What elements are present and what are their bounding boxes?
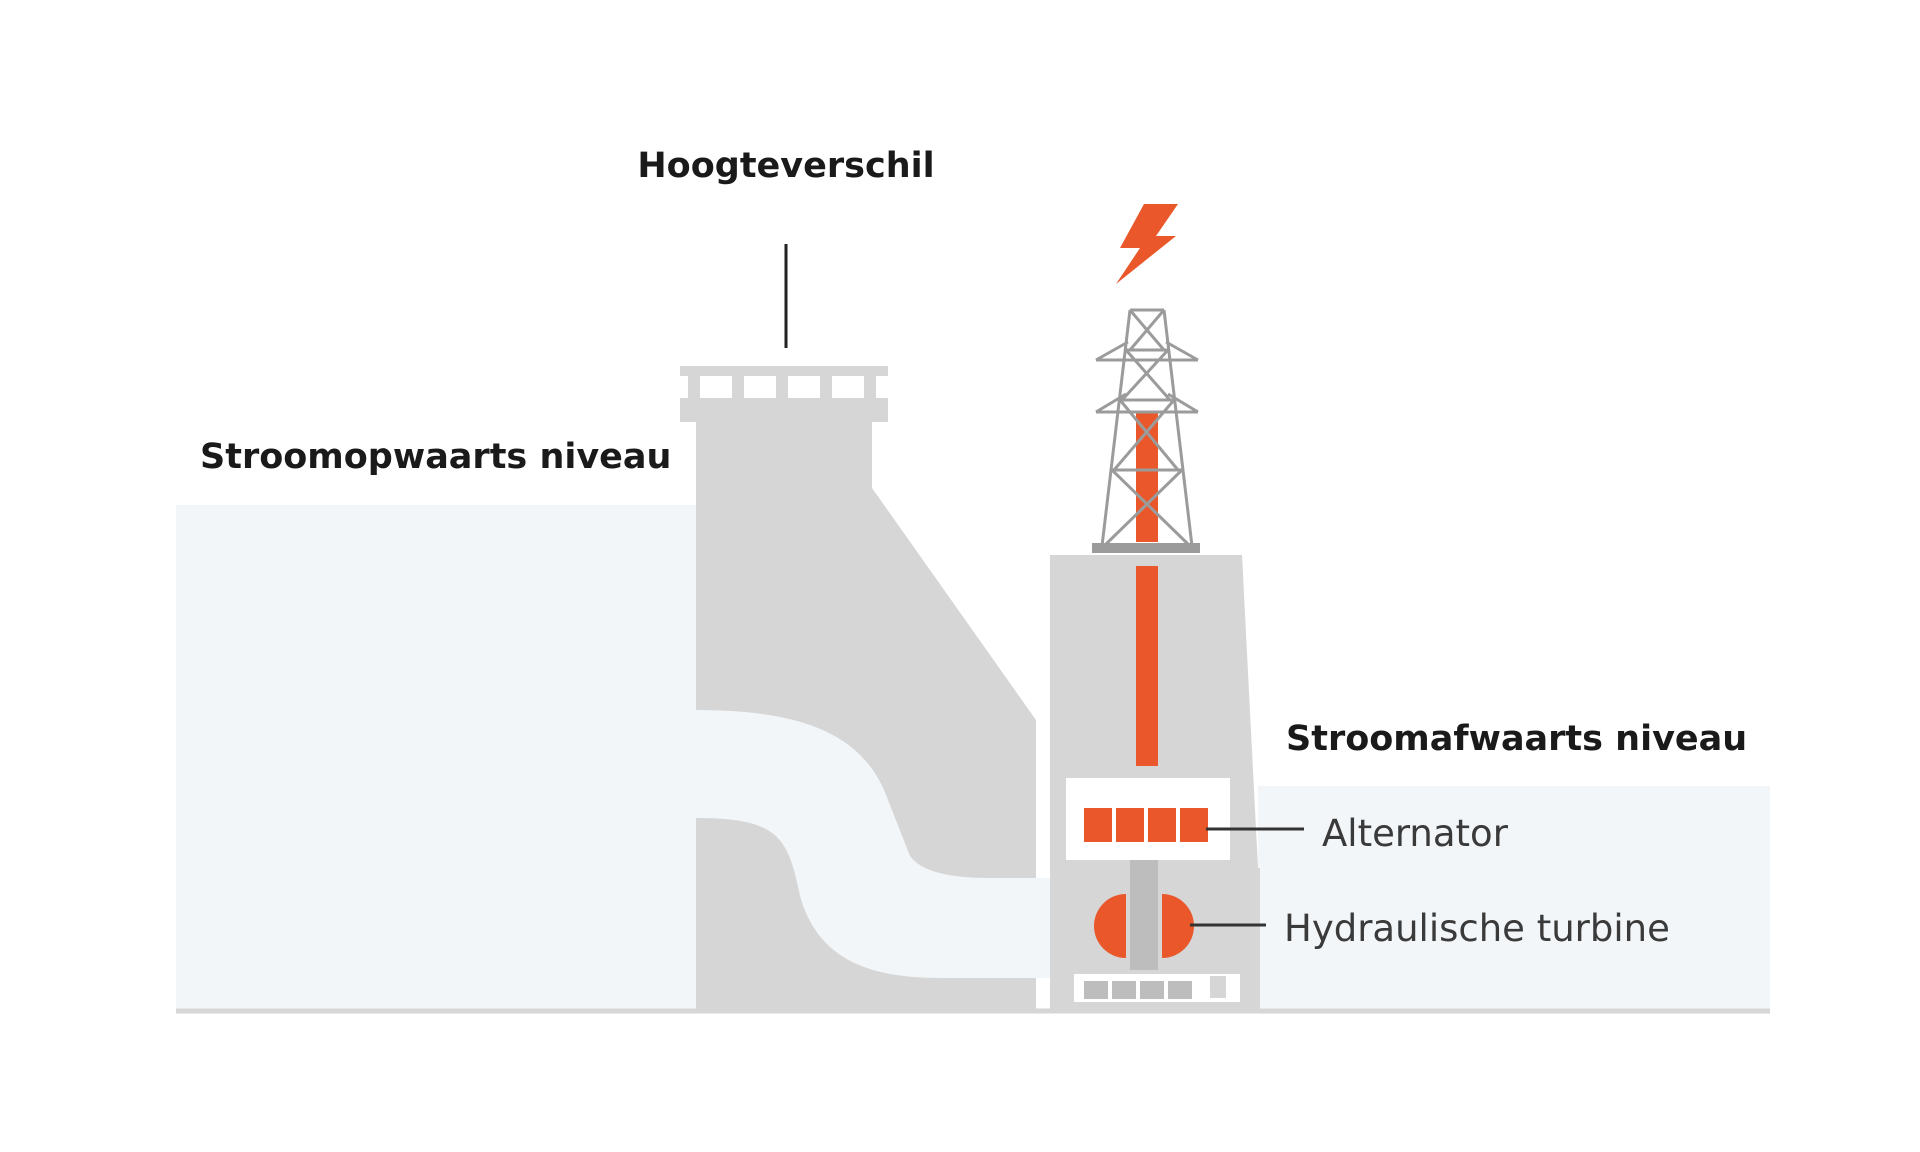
downstream-level-label: Stroomafwaarts niveau [1286, 719, 1747, 759]
turbine-blade-right [1162, 894, 1194, 958]
transmission-tower-icon [1095, 308, 1199, 548]
turbine-label: Hydraulische turbine [1284, 907, 1670, 950]
alternator-label: Alternator [1322, 812, 1509, 855]
upstream-level-label: Stroomopwaarts niveau [200, 437, 671, 477]
turbine-blade-left [1094, 894, 1126, 958]
alternator [1084, 808, 1208, 842]
upstream-reservoir [176, 505, 696, 1011]
pylon-base-plate [1092, 543, 1200, 553]
head-label: Hoogteverschil [637, 146, 934, 186]
downstream-water [1258, 786, 1770, 1011]
penstock [696, 710, 1050, 978]
lightning-bolt-icon [1116, 204, 1178, 284]
turbine-shaft [1130, 860, 1158, 970]
dam [680, 366, 1036, 1011]
generator-shaft-lower [1136, 566, 1158, 766]
turbine-foundation [1074, 974, 1240, 1002]
